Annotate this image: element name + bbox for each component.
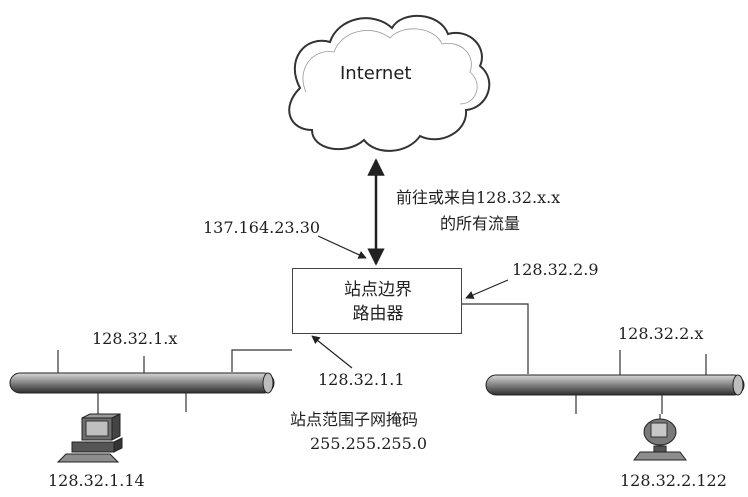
- router-right-link: [462, 303, 529, 374]
- router-label-line1: 站点边界: [344, 280, 412, 300]
- router-left-link: [231, 349, 292, 372]
- left-subnet-bus: [9, 350, 275, 412]
- right-ip-pointer: [465, 279, 509, 299]
- subnet-mask-title: 站点范围子网掩码: [290, 410, 419, 429]
- internet-cloud-icon: [288, 14, 491, 152]
- right-subnet-bus: [485, 350, 745, 414]
- workstation-computer-icon: [633, 414, 687, 461]
- right-subnet-label: 128.32.2.x: [618, 324, 704, 343]
- traffic-note-line2: 的所有流量: [440, 214, 521, 233]
- left-subnet-label: 128.32.1.x: [92, 329, 178, 348]
- right-host-ip: 128.32.2.122: [620, 471, 727, 490]
- external-ip-pointer: [317, 235, 367, 259]
- left-ip-label: 128.32.1.1: [318, 370, 405, 389]
- router-label-line2: 路由器: [352, 304, 404, 324]
- right-ip-label: 128.32.2.9: [512, 260, 599, 279]
- subnet-mask-value: 255.255.255.0: [310, 434, 428, 453]
- site-border-router: 站点边界 路由器: [292, 268, 462, 334]
- traffic-note-line1: 前往或来自128.32.x.x: [396, 188, 561, 207]
- external-ip-label: 137.164.23.30: [203, 218, 321, 237]
- left-host-ip: 128.32.1.14: [48, 471, 145, 490]
- internet-label: Internet: [340, 63, 412, 84]
- left-ip-pointer: [311, 335, 353, 369]
- desktop-computer-icon: [56, 412, 123, 463]
